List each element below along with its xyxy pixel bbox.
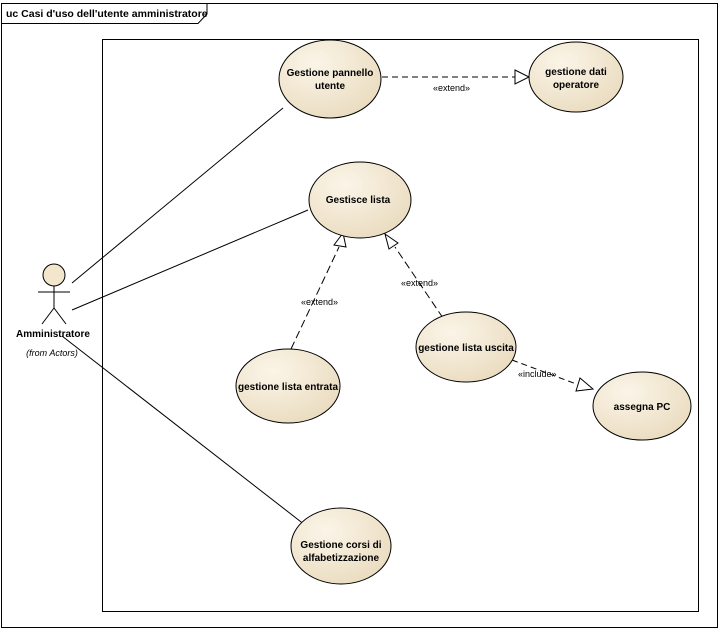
diagram-title: uc Casi d'uso dell'utente amministratore (6, 8, 208, 20)
svg-text:Gestione pannello: Gestione pannello (287, 68, 374, 79)
usecase-gestione-pannello[interactable]: Gestione pannello utente (278, 39, 382, 119)
extend-uscita-line (394, 246, 444, 319)
svg-text:operatore: operatore (553, 80, 600, 91)
extend-entrata-arrowhead (333, 231, 347, 248)
extend-entrata-label: «extend» (301, 297, 338, 307)
extend-entrata-line (290, 246, 340, 350)
actor-name: Amministratore (16, 329, 90, 340)
usecase-gestisce-lista[interactable]: Gestisce lista (308, 161, 412, 239)
usecase-lista-entrata[interactable]: gestione lista entrata (235, 348, 341, 424)
diagram-frame (1, 3, 718, 628)
usecase-gestione-corsi[interactable]: Gestione corsi di alfabetizzazione (290, 507, 392, 585)
svg-text:Gestisce lista: Gestisce lista (326, 195, 391, 206)
svg-text:gestione dati: gestione dati (545, 67, 607, 78)
include-pc-line (511, 359, 580, 386)
svg-text:assegna PC: assegna PC (614, 402, 671, 413)
usecase-assegna-pc[interactable]: assegna PC (592, 371, 692, 441)
extend-dati-arrowhead (514, 69, 531, 85)
svg-text:gestione lista uscita: gestione lista uscita (418, 343, 514, 354)
svg-text:Gestione corsi di: Gestione corsi di (300, 540, 381, 551)
include-pc-arrowhead (575, 377, 595, 392)
system-boundary (102, 39, 699, 612)
association-pannello (71, 107, 284, 284)
actor-amministratore[interactable] (38, 263, 70, 325)
extend-uscita-label: «extend» (401, 278, 438, 288)
association-gestisce-lista (71, 209, 309, 311)
usecase-lista-uscita[interactable]: gestione lista uscita (415, 311, 517, 383)
extend-dati-label: «extend» (433, 83, 470, 93)
association-corsi (61, 335, 306, 526)
actor-source: (from Actors) (26, 348, 78, 358)
actor-head (42, 263, 66, 287)
svg-text:alfabetizzazione: alfabetizzazione (303, 553, 380, 564)
frame-title-tab (1, 3, 208, 24)
svg-text:utente: utente (315, 81, 345, 92)
include-pc-label: «include» (518, 369, 557, 379)
extend-uscita-arrowhead (384, 232, 399, 250)
usecase-gestione-dati[interactable]: gestione dati operatore (528, 41, 624, 113)
svg-text:gestione lista entrata: gestione lista entrata (238, 382, 338, 393)
